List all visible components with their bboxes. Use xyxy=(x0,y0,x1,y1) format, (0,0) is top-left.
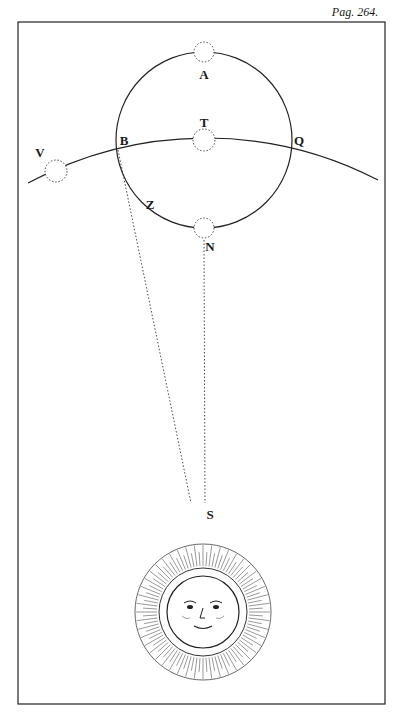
sun-ray xyxy=(144,621,158,624)
sun-ray xyxy=(203,658,204,679)
sun-ray xyxy=(243,579,261,590)
sun-ray xyxy=(137,618,158,621)
sun-ray xyxy=(233,567,242,578)
sun-ray xyxy=(145,635,163,646)
plate-frame xyxy=(18,22,385,704)
sun-ray xyxy=(226,652,237,670)
sun-ray xyxy=(199,552,201,566)
sun-ray xyxy=(158,642,169,651)
sun-ray xyxy=(221,550,229,569)
point-label: V xyxy=(35,146,44,159)
sun-ray xyxy=(206,552,208,566)
sun-ray xyxy=(186,656,191,676)
sun-ray xyxy=(212,657,215,671)
sun-ray xyxy=(177,550,185,569)
sun-ray xyxy=(177,653,183,666)
sun-ray xyxy=(229,562,237,574)
moon-orbit xyxy=(116,52,292,228)
sun-ray xyxy=(141,586,160,594)
sun-ray xyxy=(149,586,162,592)
sun-ray xyxy=(143,615,157,617)
earth-v xyxy=(45,160,67,182)
sun-ray xyxy=(246,586,265,594)
point-label: T xyxy=(200,116,209,129)
sun-ray xyxy=(249,603,270,606)
sun-ray xyxy=(212,553,215,567)
sun-ray xyxy=(170,650,178,662)
sun-ray xyxy=(209,546,212,567)
page-number: Pag. 264. xyxy=(332,6,378,18)
sun-ray xyxy=(249,612,270,613)
sun-ray xyxy=(141,630,160,638)
sun xyxy=(135,544,271,680)
sun-ray xyxy=(249,618,270,621)
sun-ray xyxy=(248,600,262,603)
earth-t xyxy=(193,129,215,151)
sun-ray xyxy=(194,546,197,567)
sight-line xyxy=(204,240,205,503)
sun-ray xyxy=(153,579,165,587)
sun-ray xyxy=(170,554,181,572)
sun-ray xyxy=(137,603,158,606)
sun-ray xyxy=(246,630,265,638)
sun-ray xyxy=(223,558,229,571)
point-label: B xyxy=(120,134,129,147)
sun-ray xyxy=(144,600,158,603)
moon-a xyxy=(194,42,214,62)
sun-ray xyxy=(206,658,208,672)
sun-ray xyxy=(218,656,223,669)
sun-ray xyxy=(146,627,159,632)
point-label: S xyxy=(206,508,213,521)
sun-ray xyxy=(184,555,189,568)
sun-ray xyxy=(247,593,260,598)
sun-ray xyxy=(233,647,242,658)
moon-n xyxy=(194,218,214,238)
sun-ray xyxy=(191,657,194,671)
sun-ray xyxy=(249,615,263,617)
sun-ray xyxy=(194,658,197,679)
sun-ray xyxy=(247,624,267,629)
sun-ray xyxy=(249,608,263,610)
sun-ray xyxy=(241,638,253,646)
point-label: A xyxy=(199,68,208,81)
sun-ray xyxy=(248,621,262,624)
sun-ray xyxy=(221,655,229,674)
sun-ray xyxy=(170,562,178,574)
sun-ray xyxy=(247,595,267,600)
point-label: Q xyxy=(294,134,304,147)
sun-ray xyxy=(209,658,212,679)
sun-ray xyxy=(138,595,158,600)
sight-line xyxy=(118,150,191,503)
sun-ray xyxy=(215,547,220,567)
sun-ray xyxy=(241,579,253,587)
point-label: Z xyxy=(146,198,155,211)
sun-ray xyxy=(244,632,256,638)
sun-ray xyxy=(138,624,158,629)
sun-ray xyxy=(191,553,194,567)
sun-ray xyxy=(186,547,191,567)
sun-ray xyxy=(238,572,249,581)
sun-ray xyxy=(143,608,157,610)
sun-ray xyxy=(163,647,172,658)
sun-ray xyxy=(136,612,157,613)
sun-ray xyxy=(158,572,169,581)
sun-ray xyxy=(203,545,204,566)
point-label: N xyxy=(205,240,214,253)
sun-ray xyxy=(238,642,249,651)
sun-ray xyxy=(229,650,237,662)
sun-ray xyxy=(215,656,220,676)
sun-ray xyxy=(199,658,201,672)
sun-ray xyxy=(153,638,165,646)
sun-ray xyxy=(163,567,172,578)
sun-ray xyxy=(177,655,185,674)
